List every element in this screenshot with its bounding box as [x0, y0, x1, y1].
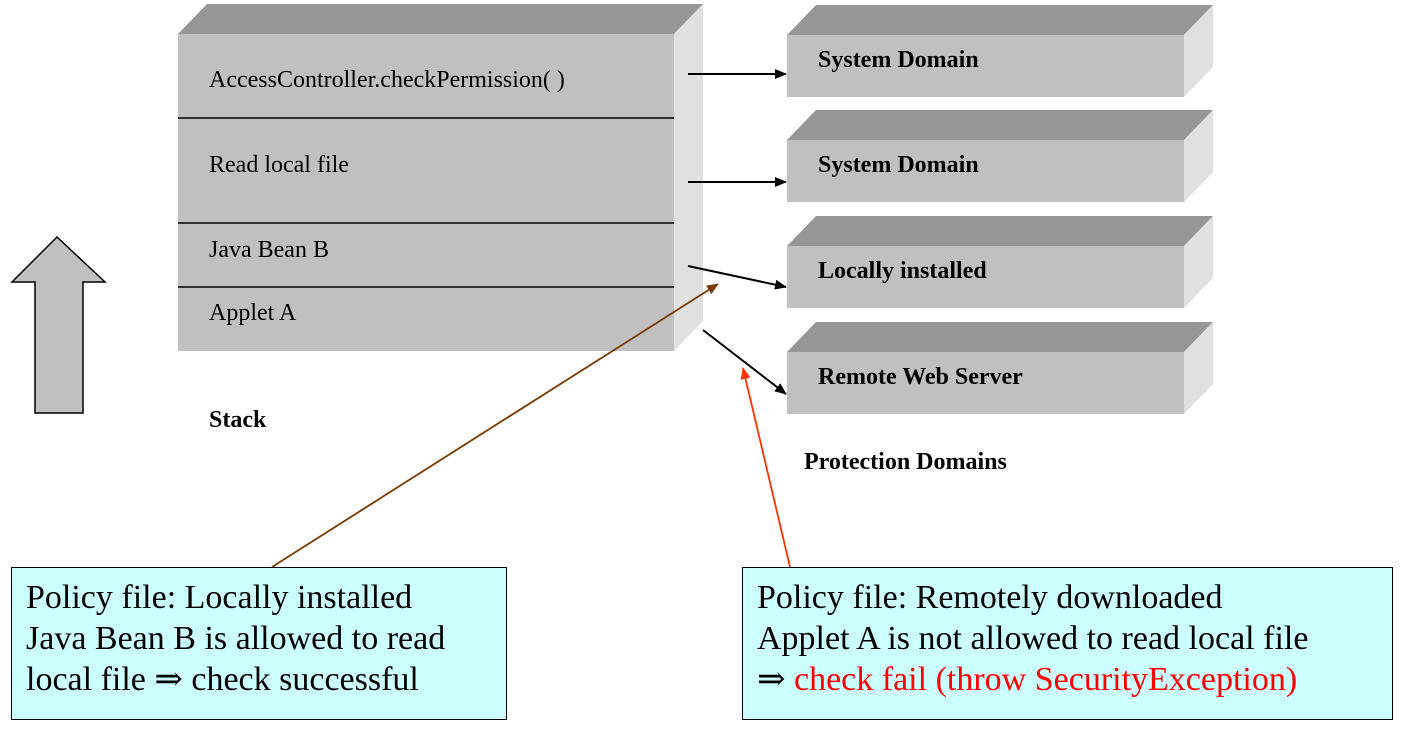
domain-label-system-2: System Domain [818, 152, 979, 178]
pointer-right-note-to-applet [740, 367, 791, 568]
domain-label-system-1: System Domain [818, 47, 979, 73]
stack-frame-applet-a: Applet A [209, 300, 297, 326]
domain-label-remote-web-server: Remote Web Server [818, 364, 1023, 390]
domain-label-locally-installed: Locally installed [818, 258, 987, 284]
domain-box-2 [787, 110, 1213, 202]
domain-box-3 [787, 216, 1213, 308]
check-fail-text: check fail (throw SecurityException) [794, 661, 1298, 698]
policy-note-remote-line-2: Applet A is not allowed to read local fi… [757, 620, 1309, 657]
stack-frame-checkpermission: AccessController.checkPermission( ) [209, 67, 565, 93]
stack-frame-java-bean-b: Java Bean B [209, 237, 329, 263]
domain-box-1 [787, 5, 1213, 97]
pointer-left-note-to-java-bean [271, 283, 719, 568]
stack-frame-read-local-file: Read local file [209, 152, 349, 178]
policy-note-local-line-1: Policy file: Locally installed [26, 579, 413, 616]
policy-note-remote: Policy file: Remotely downloaded Applet … [742, 567, 1393, 720]
stack-caption: Stack [209, 407, 267, 433]
stack-box [178, 4, 703, 351]
policy-note-local: Policy file: Locally installed Java Bean… [11, 567, 507, 720]
policy-note-remote-line-3: ⇒ check fail (throw SecurityException) [757, 659, 1392, 700]
protection-domains-caption: Protection Domains [804, 449, 1007, 475]
arrow-javabean-to-locally-installed [687, 265, 787, 290]
implies-symbol: ⇒ [757, 661, 794, 698]
stack-growth-up-arrow-icon [10, 235, 107, 414]
policy-note-remote-line-1: Policy file: Remotely downloaded [757, 579, 1223, 616]
arrow-applet-to-remote-web-server [702, 329, 787, 395]
domain-box-4 [787, 322, 1213, 414]
policy-note-local-line-2: Java Bean B is allowed to read [26, 620, 446, 657]
policy-note-local-line-3: local file ⇒ check successful [26, 661, 419, 698]
